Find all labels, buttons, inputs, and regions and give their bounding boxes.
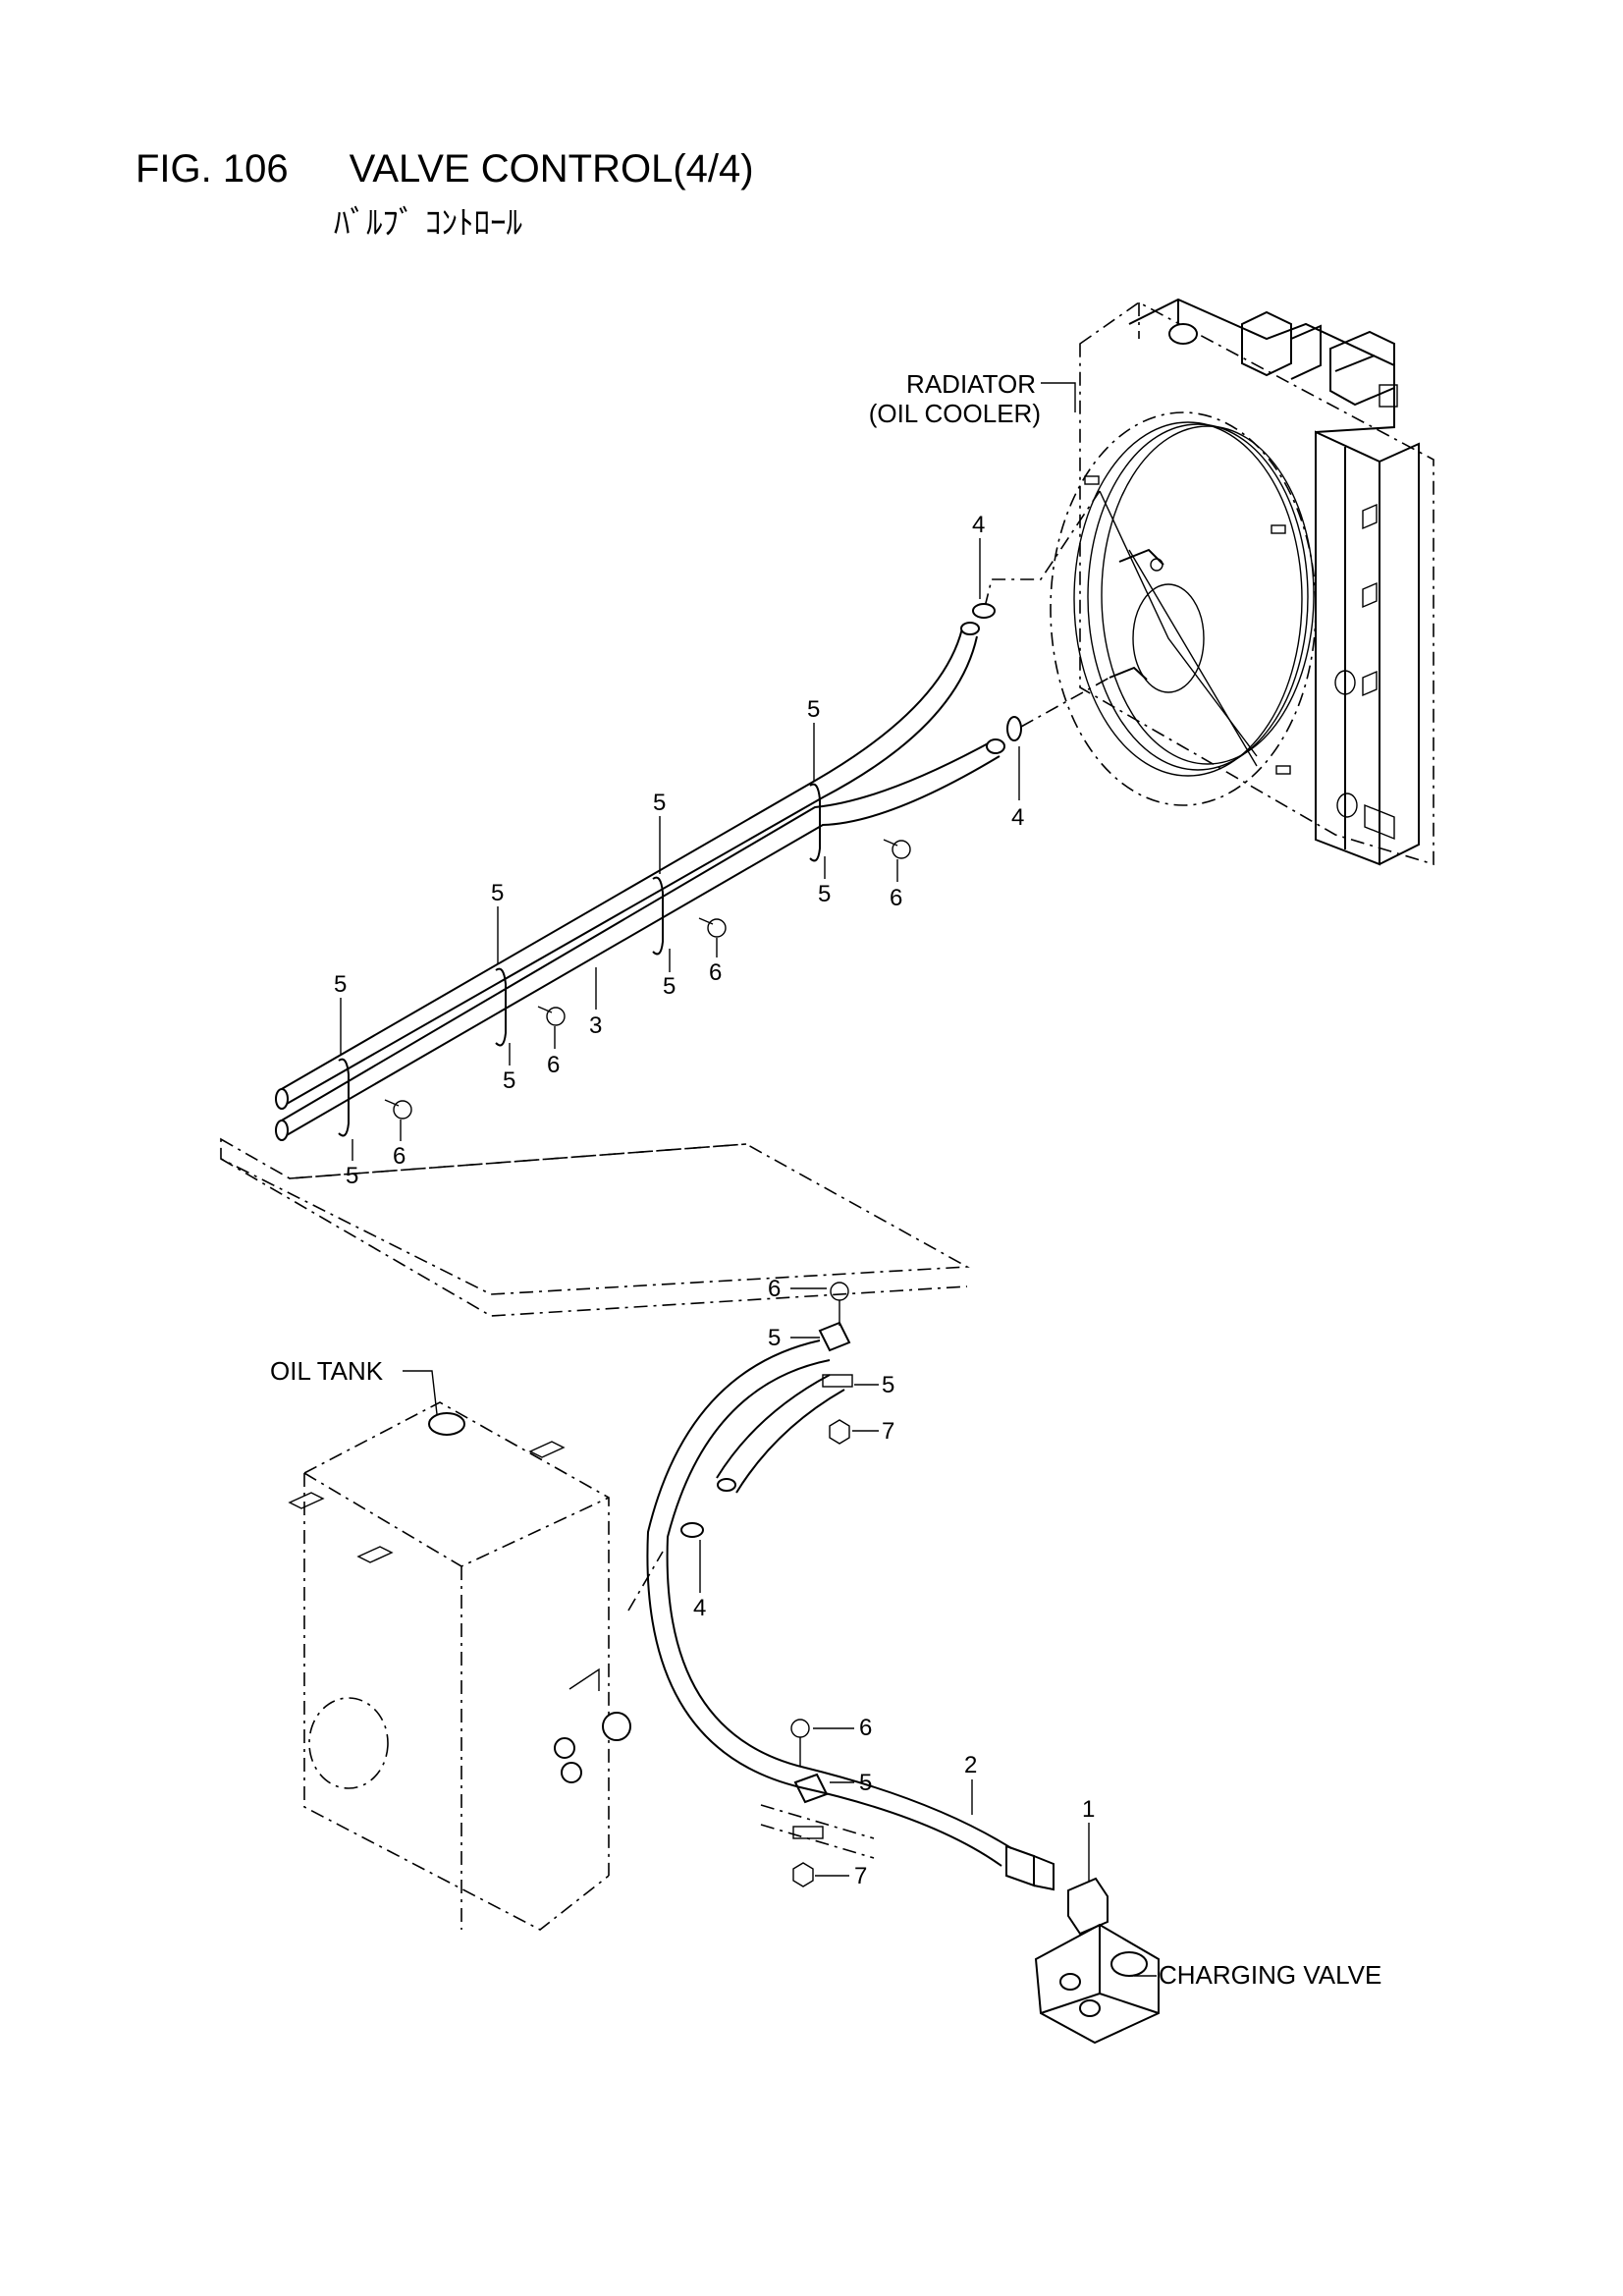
callout-7-b: 7	[854, 1863, 867, 1889]
callout-1: 1	[1082, 1796, 1095, 1823]
callout-5-i: 5	[768, 1325, 781, 1351]
callout-5-j: 5	[882, 1372, 894, 1398]
lower-hose-assembly	[627, 1282, 1055, 1891]
callout-5-f: 5	[503, 1067, 515, 1094]
callout-2: 2	[964, 1752, 977, 1778]
callout-5-c: 5	[653, 790, 666, 816]
callout-7-a: 7	[882, 1418, 894, 1445]
oil-cooler-label: (OIL COOLER)	[869, 399, 1041, 428]
callout-5-k: 5	[859, 1770, 872, 1796]
callouts: 4 4 5 5 5 5 5 5 5 5 6 6 6 6 3 6	[334, 512, 1095, 1889]
callout-5-e: 5	[346, 1163, 358, 1189]
upper-pipe-assembly	[275, 490, 1110, 1141]
callout-5-d: 5	[807, 696, 820, 723]
callout-5-g: 5	[663, 973, 676, 1000]
callout-4-lower-hose: 4	[693, 1595, 706, 1621]
callout-6-b: 6	[547, 1052, 560, 1078]
radiator-label: RADIATOR	[906, 369, 1036, 399]
figure-title: FIG. 106 VALVE CONTROL(4/4)	[135, 147, 754, 191]
oil-tank-label: OIL TANK	[270, 1356, 384, 1386]
callout-4-upper-radiator: 4	[972, 512, 985, 538]
figure-number: FIG. 106	[135, 147, 289, 191]
figure-name: VALVE CONTROL(4/4)	[349, 147, 754, 191]
callout-6-d: 6	[890, 885, 902, 911]
callout-6-f: 6	[859, 1715, 872, 1741]
radiator-oil-cooler	[1050, 298, 1434, 866]
callout-6-c: 6	[709, 959, 722, 986]
callout-5-h: 5	[818, 881, 831, 907]
callout-5-b: 5	[491, 880, 504, 906]
oil-tank	[288, 1401, 631, 1931]
callout-6-e: 6	[768, 1276, 781, 1302]
charging-valve-label: CHARGING VALVE	[1159, 1960, 1381, 1990]
callout-6-a: 6	[393, 1143, 406, 1170]
figure-subtitle-japanese: ﾊﾞﾙﾌﾞ ｺﾝﾄﾛｰﾙ	[334, 203, 522, 242]
callout-4-lower-radiator: 4	[1011, 804, 1024, 831]
callout-3: 3	[589, 1012, 602, 1039]
callout-5-a: 5	[334, 971, 347, 998]
charging-valve	[1034, 1877, 1160, 2045]
